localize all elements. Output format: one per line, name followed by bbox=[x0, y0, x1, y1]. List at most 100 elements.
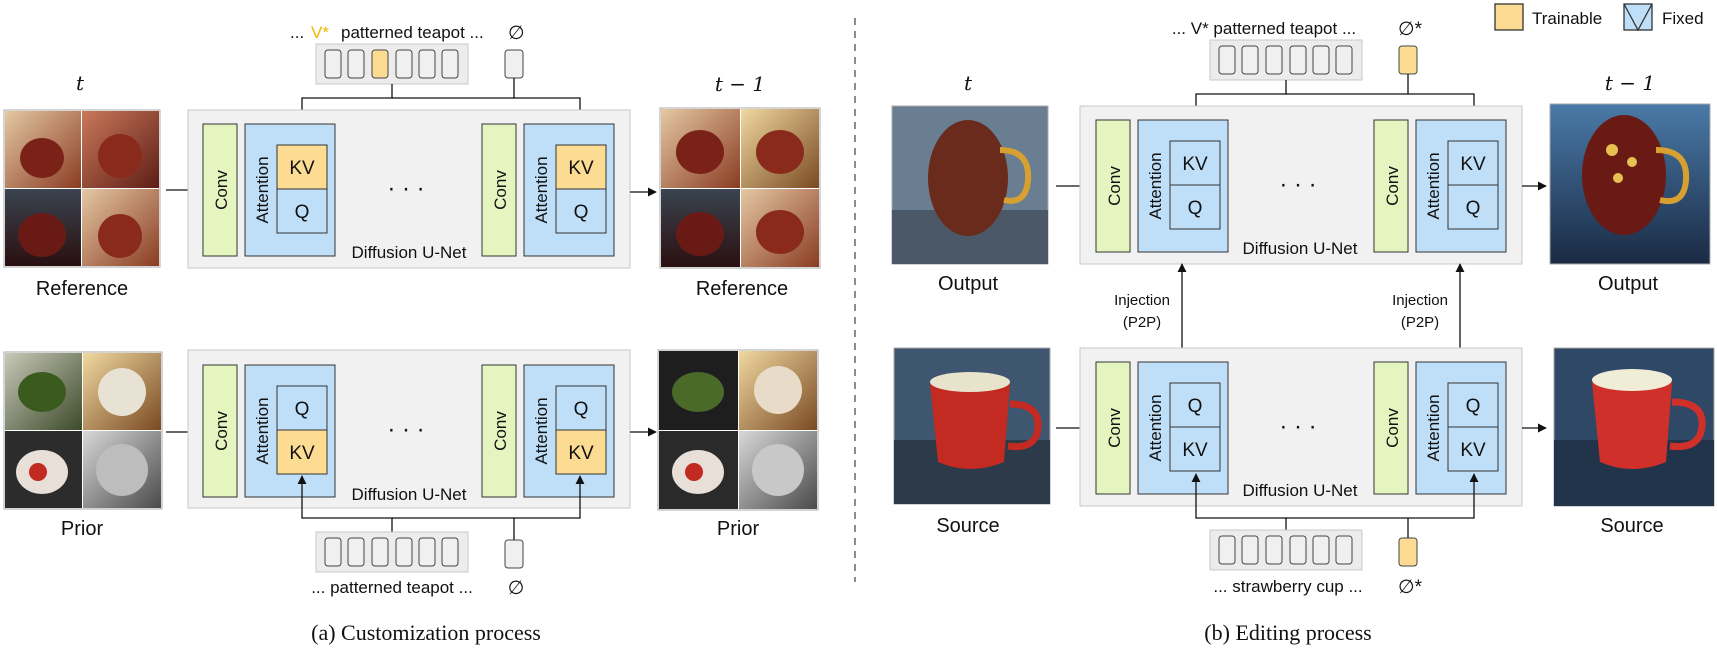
edit-unet-bottom-attn-1-label: Attention bbox=[1146, 394, 1165, 461]
legend-trainable-swatch bbox=[1494, 3, 1524, 31]
legend-fixed-label: Fixed bbox=[1662, 9, 1704, 28]
edit-bottom-prompt: ... strawberry cup ... bbox=[1213, 577, 1362, 596]
edit-unet-top-conv-1 bbox=[1095, 119, 1131, 253]
custom-unet-bottom-kv-1 bbox=[276, 429, 328, 475]
edit-unet-top-attn-1-label: Attention bbox=[1146, 152, 1165, 219]
edit-t1-label: t − 1 bbox=[1605, 71, 1655, 95]
edit-unet-bottom-q-2-label: Q bbox=[1466, 396, 1481, 417]
custom-unet-top-attn-1-label: Attention bbox=[253, 156, 272, 223]
edit-unet-bottom-kv-1 bbox=[1169, 426, 1221, 472]
custom-reference-out-label: Reference bbox=[696, 278, 788, 300]
edit-unet-top-q-1-label: Q bbox=[1188, 198, 1203, 219]
edit-source-result-image bbox=[1553, 347, 1715, 507]
edit-unet-top-name: Diffusion U-Net bbox=[1243, 239, 1358, 258]
edit-injection-1-label: Injection bbox=[1114, 292, 1170, 309]
edit-unet-top-q-2 bbox=[1447, 184, 1499, 230]
custom-top-prompt-post: patterned teapot ... bbox=[341, 23, 484, 42]
edit-unet-top-dots: · · · bbox=[1279, 171, 1316, 198]
custom-reference-input-image bbox=[3, 109, 161, 268]
edit-bottom-token-strip bbox=[1209, 529, 1363, 571]
custom-prior-out-label: Prior bbox=[717, 518, 760, 540]
custom-unet-bottom-kv-2-label: KV bbox=[568, 443, 594, 464]
custom-t1-label: t − 1 bbox=[715, 72, 765, 96]
edit-bottom-null-token bbox=[1398, 537, 1418, 567]
editing-panel: ... V* patterned teapot ... ∅* t t − 1 bbox=[891, 19, 1715, 645]
edit-unet-bottom-kv-1-label: KV bbox=[1182, 440, 1208, 461]
custom-prior-output-image bbox=[657, 349, 819, 511]
custom-prior-input-image bbox=[3, 351, 163, 510]
edit-unet-bottom-kv-2-label: KV bbox=[1460, 440, 1486, 461]
custom-unet-bottom-attn-2-label: Attention bbox=[532, 397, 551, 464]
edit-output-input-image bbox=[891, 105, 1049, 265]
custom-top-token-strip bbox=[315, 43, 469, 85]
custom-prior-in-label: Prior bbox=[61, 518, 104, 540]
custom-unet-top-kv-1 bbox=[276, 144, 328, 190]
custom-reference-output-image bbox=[659, 107, 821, 269]
custom-unet-bottom-q-1-label: Q bbox=[295, 399, 310, 420]
edit-unet-top-attn-2-label: Attention bbox=[1424, 152, 1443, 219]
custom-unet-top-q-1 bbox=[276, 188, 328, 234]
custom-unet-top-kv-2-label: KV bbox=[568, 158, 594, 179]
custom-unet-bottom-attn-1-label: Attention bbox=[253, 397, 272, 464]
edit-top-null-token bbox=[1398, 45, 1418, 75]
edit-unet-top-kv-2 bbox=[1447, 140, 1499, 186]
custom-unet-top-conv-2-label: Conv bbox=[491, 170, 510, 210]
edit-unet-top-q-1 bbox=[1169, 184, 1221, 230]
custom-unet-top-kv-1-label: KV bbox=[289, 158, 315, 179]
edit-bottom-null: ∅* bbox=[1398, 577, 1423, 598]
edit-injection-2-label: Injection bbox=[1392, 292, 1448, 309]
customization-panel: ... V* patterned teapot ... ∅ t t − 1 bbox=[3, 23, 821, 645]
custom-unet-bottom-dots: · · · bbox=[387, 416, 424, 443]
edit-unet-bottom-conv-2-label: Conv bbox=[1383, 408, 1402, 448]
edit-top-prompt: ... V* patterned teapot ... bbox=[1172, 19, 1356, 38]
custom-unet-top-kv-2 bbox=[555, 144, 607, 190]
custom-unet-bottom-conv-2 bbox=[481, 364, 517, 498]
custom-top-prompt-pre: ... bbox=[290, 23, 304, 42]
custom-unet-top-attn-2-label: Attention bbox=[532, 156, 551, 223]
edit-top-null: ∅* bbox=[1398, 19, 1423, 40]
edit-unet-bottom-q-2 bbox=[1447, 382, 1499, 428]
edit-unet-top-conv-2 bbox=[1373, 119, 1409, 253]
custom-unet-top-dots: · · · bbox=[387, 175, 424, 202]
edit-unet-bottom-conv-1-label: Conv bbox=[1105, 408, 1124, 448]
edit-unet-bottom-q-1 bbox=[1169, 382, 1221, 428]
custom-unet-bottom-kv-1-label: KV bbox=[289, 443, 315, 464]
custom-bottom-null: ∅ bbox=[508, 578, 525, 599]
custom-unet-top-conv-1 bbox=[202, 123, 238, 257]
edit-unet-top-kv-1-label: KV bbox=[1182, 154, 1208, 175]
edit-output-result-image bbox=[1549, 103, 1711, 265]
custom-top-prompt-token: V* bbox=[311, 23, 329, 42]
custom-unet-bottom-name: Diffusion U-Net bbox=[352, 485, 467, 504]
custom-unet-top-name: Diffusion U-Net bbox=[352, 243, 467, 262]
custom-unet-bottom-q-1 bbox=[276, 385, 328, 431]
edit-unet-bottom-q-1-label: Q bbox=[1188, 396, 1203, 417]
edit-unet-bottom-dots: · · · bbox=[1279, 413, 1316, 440]
legend-trainable-label: Trainable bbox=[1532, 9, 1602, 28]
legend-fixed-swatch bbox=[1623, 3, 1653, 32]
custom-unet-bottom-conv-2-label: Conv bbox=[491, 411, 510, 451]
custom-caption: (a) Customization process bbox=[311, 620, 541, 645]
edit-source-out-label: Source bbox=[1600, 515, 1663, 537]
custom-t-label: t bbox=[76, 71, 85, 95]
edit-unet-bottom-conv-2 bbox=[1373, 361, 1409, 495]
edit-caption: (b) Editing process bbox=[1204, 620, 1371, 645]
edit-output-in-label: Output bbox=[938, 273, 998, 295]
edit-unet-top-conv-1-label: Conv bbox=[1105, 166, 1124, 206]
edit-unet-bottom-name: Diffusion U-Net bbox=[1243, 481, 1358, 500]
custom-unet-bottom-conv-1-label: Conv bbox=[212, 411, 231, 451]
custom-unet-top-conv-2 bbox=[481, 123, 517, 257]
custom-bottom-prompt: ... patterned teapot ... bbox=[311, 578, 473, 597]
edit-output-out-label: Output bbox=[1598, 273, 1658, 295]
custom-reference-in-label: Reference bbox=[36, 278, 128, 300]
legend: Trainable Fixed bbox=[1494, 3, 1704, 32]
custom-top-null-token bbox=[504, 49, 524, 79]
edit-t-label: t bbox=[964, 71, 973, 95]
custom-unet-top-conv-1-label: Conv bbox=[212, 170, 231, 210]
edit-top-token-strip bbox=[1209, 39, 1363, 81]
edit-source-in-label: Source bbox=[936, 515, 999, 537]
custom-unet-bottom-q-2-label: Q bbox=[574, 399, 589, 420]
custom-bottom-token-strip bbox=[315, 531, 469, 573]
edit-unet-top-conv-2-label: Conv bbox=[1383, 166, 1402, 206]
